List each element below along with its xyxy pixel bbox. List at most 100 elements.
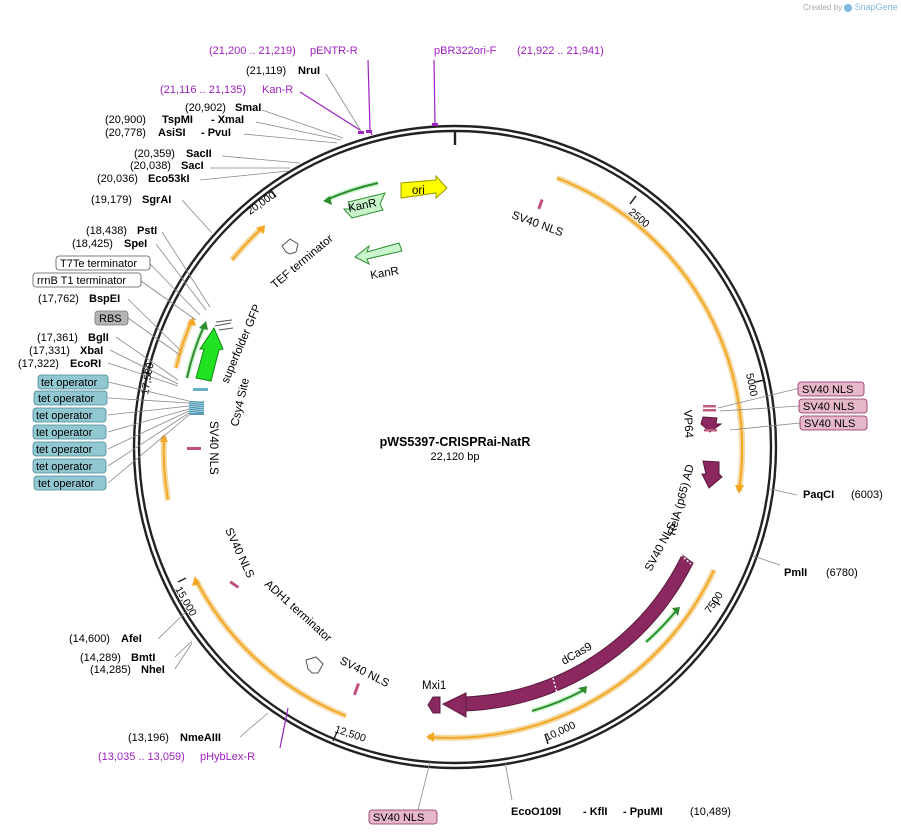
enzyme-bgli-pos: (17,361) (37, 332, 78, 344)
rela-feature (701, 460, 723, 489)
brand-text: SnapGene (854, 2, 898, 12)
dcas9-break (552, 677, 558, 694)
enzyme-asisi-name: AsiSI (158, 127, 186, 139)
csy4-mark (193, 388, 208, 391)
tet-operator-label: tet operator (36, 427, 93, 439)
orf-arcs (160, 175, 746, 742)
created-by-text: Created by (803, 3, 843, 12)
green-arrowhead (578, 686, 587, 694)
primer-pentr-name: pENTR-R (310, 45, 358, 57)
sv40-nls-top-label: SV40 NLS (510, 210, 565, 240)
enzyme-tspmi-name: TspMI (162, 114, 193, 126)
enzyme-sgrai-pos: (19,179) (91, 194, 132, 206)
enzyme-spei-pos: (18,425) (72, 238, 113, 250)
rbs-box (94, 310, 129, 326)
vp64-marks (703, 409, 716, 412)
snapgene-watermark: Created by SnapGene (803, 2, 898, 12)
nls-mark (229, 580, 240, 589)
snapgene-logo-icon (844, 3, 853, 12)
nls-mark (353, 683, 360, 696)
enzyme-eco109-name: EcoO109I (511, 806, 561, 818)
orf-arc (195, 579, 347, 717)
green-arrowhead (672, 607, 680, 616)
enzyme-smai-pos: (20,902) (185, 102, 226, 114)
kanr-inner-label: KanR (347, 197, 378, 215)
sv40-nls-bl-label: SV40 NLS (222, 526, 256, 580)
enzyme-ecori-pos: (17,322) (18, 358, 59, 370)
primer-pbr-range: (21,922 .. 21,941) (517, 45, 604, 57)
primer-marks (279, 59, 436, 749)
tef-terminator-label: TEF terminator (269, 233, 336, 292)
sv40-nls-left-label: SV40 NLS (207, 421, 219, 475)
plasmid-size: 22,120 bp (431, 451, 480, 463)
orf-arc (193, 578, 348, 719)
sv40-nls-box-label: SV40 NLS (804, 418, 855, 430)
tef-terminator-feature (281, 238, 299, 255)
primer-mark (358, 131, 364, 134)
primer-pentr-range: (21,200 .. 21,219) (209, 45, 296, 57)
orf-arc (556, 177, 744, 492)
enzyme-smai-name: SmaI (235, 102, 261, 114)
sv40-nls-mid-label: SV40 NLS (643, 520, 679, 573)
rbs-label: RBS (99, 313, 122, 325)
enzyme-eco109-pos: (10,489) (690, 806, 731, 818)
tet-operator-label: tet operator (36, 410, 93, 422)
plasmid-name: pWS5397-CRISPRai-NatR (380, 435, 531, 449)
adh1-terminator-feature (305, 656, 324, 674)
mxi1-feature (427, 696, 441, 714)
enzyme-bmti-pos: (14,289) (80, 652, 121, 664)
kanr-inner-feature (342, 192, 386, 219)
scale-ticks (141, 188, 766, 745)
enzyme-ppumi-name: - PpuMI (623, 806, 663, 818)
tet-operator-label: tet operator (38, 478, 95, 490)
enzyme-saci-name: SacI (181, 160, 204, 172)
tet-operator-label: tet operator (36, 461, 93, 473)
enzyme-bmti-name: BmtI (131, 652, 155, 664)
enzyme-paqci-name: PaqCI (803, 489, 834, 501)
enzyme-sacii-pos: (20,359) (134, 148, 175, 160)
terminator-ticks (214, 319, 234, 331)
primer-mark (432, 123, 438, 126)
sv40-nls-bottom-box (368, 809, 438, 825)
sv40-nls-box-label: SV40 NLS (802, 384, 853, 396)
enzyme-saci-pos: (20,038) (130, 160, 171, 172)
kanr-outer-feature (354, 242, 403, 266)
tick-label: 20,000 (245, 189, 278, 217)
enzyme-nrui-name: NruI (298, 65, 320, 77)
rrnb-label: rrnB T1 terminator (37, 275, 126, 287)
enzyme-afei-name: AfeI (121, 633, 142, 645)
enzyme-afei-pos: (14,600) (69, 633, 110, 645)
enzyme-xbai-name: XbaI (80, 345, 103, 357)
enzyme-nhei-pos: (14,285) (90, 664, 131, 676)
enzyme-xmai-name: - XmaI (211, 114, 244, 126)
orf-arc (427, 569, 715, 739)
green-arrowhead (199, 321, 208, 330)
csy4-label: Csy4 Site (229, 377, 252, 428)
ori-label: ori (412, 185, 425, 197)
orf-arc (555, 175, 746, 492)
primer-kanr-name: Kan-R (262, 84, 293, 96)
enzyme-ecori-name: EcoRI (70, 358, 101, 370)
enzyme-sgrai-name: SgrAI (142, 194, 171, 206)
enzyme-nmeaiii-name: NmeAIII (180, 732, 221, 744)
primer-kanr-range: (21,116 .. 21,135) (160, 84, 246, 96)
enzyme-asisi-pos: (20,778) (105, 127, 146, 139)
primer-phyb-name: pHybLex-R (200, 751, 255, 763)
kanr-outer-label: KanR (369, 265, 399, 282)
sv40-nls-b-label: SV40 NLS (338, 655, 392, 690)
enzyme-nhei-name: NheI (141, 664, 165, 676)
tet-operator-label: tet operator (36, 444, 93, 456)
enzyme-eco53ki-name: Eco53kI (148, 173, 190, 185)
enzyme-bspei-pos: (17,762) (38, 293, 79, 305)
superfolder-gfp-feature (195, 326, 224, 382)
tick-label: 7500 (703, 590, 726, 616)
vp64-marks (703, 405, 716, 408)
sv40-nls-bottom-label: SV40 NLS (373, 812, 424, 824)
tick-label: 17,500 (139, 362, 156, 396)
enzyme-bspei-name: BspEI (89, 293, 120, 305)
dcas9-arrowhead (441, 692, 467, 718)
enzyme-nmeaiii-pos: (13,196) (128, 732, 169, 744)
primer-phyb-range: (13,035 .. 13,059) (98, 751, 185, 763)
tet-operator-label: tet operator (38, 393, 95, 405)
